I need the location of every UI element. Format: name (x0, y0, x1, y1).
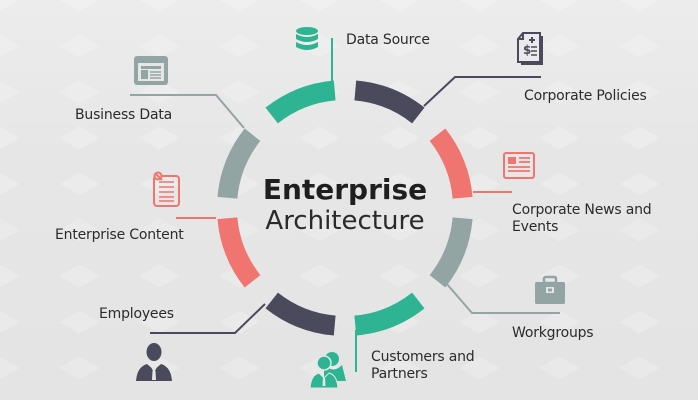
connector-corporate-policies (423, 76, 541, 107)
invoice-document-icon: $ (517, 32, 543, 65)
label-corporate-policies: Corporate Policies (524, 88, 647, 104)
connector-business-data (130, 94, 245, 129)
users-icon (309, 352, 346, 389)
arc-employees[interactable] (265, 292, 336, 336)
arc-workgroups[interactable] (429, 217, 473, 288)
newspaper-icon (503, 152, 535, 179)
briefcase-icon (535, 275, 565, 304)
arc-data-source[interactable] (265, 80, 336, 124)
connector-workgroups (445, 282, 560, 314)
arc-business-data[interactable] (217, 128, 261, 199)
arc-corporate-news[interactable] (429, 128, 473, 199)
arc-enterprise-content[interactable] (217, 217, 261, 288)
label-corporate-news: Corporate News and Events (512, 202, 652, 236)
label-corporate-news-line1: Corporate News and (512, 202, 652, 218)
label-customers-partners: Customers and Partners (371, 349, 475, 383)
svg-text:$: $ (523, 43, 531, 57)
arc-customers-partners[interactable] (354, 292, 425, 336)
notepad-icon (153, 171, 180, 207)
title-line-1: Enterprise (262, 173, 428, 206)
arc-corporate-policies[interactable] (354, 80, 425, 124)
database-icon (296, 27, 318, 50)
label-employees: Employees (99, 306, 174, 322)
label-data-source: Data Source (346, 32, 430, 48)
label-customers-line1: Customers and (371, 349, 475, 365)
connector-employees (150, 303, 266, 334)
label-business-data: Business Data (75, 107, 173, 123)
center-title: Enterprise Architecture (262, 173, 428, 237)
title-line-2: Architecture (265, 206, 425, 236)
businessman-icon (136, 343, 172, 381)
label-corporate-news-line2: Events (512, 219, 559, 235)
label-customers-line2: Partners (371, 366, 428, 382)
label-workgroups: Workgroups (512, 325, 594, 341)
browser-window-icon (134, 56, 168, 85)
label-enterprise-content: Enterprise Content (55, 227, 184, 243)
